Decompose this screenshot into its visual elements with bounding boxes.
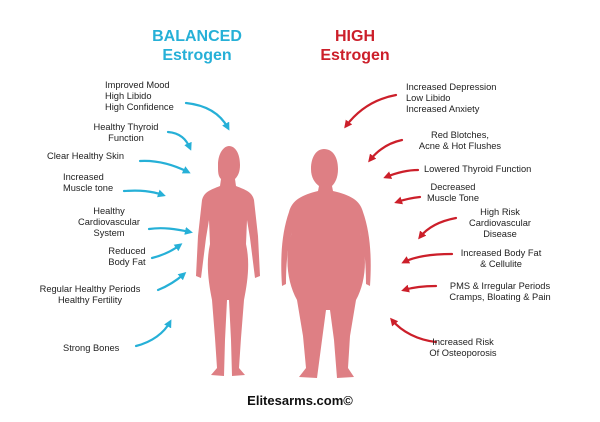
balanced-estrogen-heading: BALANCED Estrogen — [138, 27, 256, 65]
arrow-icon — [138, 159, 191, 174]
slim-figure — [196, 146, 260, 376]
arrow-icon — [368, 138, 404, 163]
label-regular-periods: Regular Healthy Periods Healthy Fertilit… — [39, 284, 141, 305]
arrow-icon — [184, 101, 230, 131]
high-heading-line1: HIGH — [335, 28, 375, 45]
arrow-icon — [401, 284, 438, 293]
balanced-heading-line2: Estrogen — [162, 47, 232, 64]
label-increased-depression: Increased Depression Low Libido Increase… — [406, 82, 497, 114]
arrow-icon — [390, 317, 438, 344]
label-healthy-thyroid: Healthy Thyroid Function — [93, 122, 159, 143]
arrow-icon — [150, 243, 183, 260]
label-improved-mood: Improved Mood High Libido High Confidenc… — [105, 80, 174, 112]
balanced-arrows — [122, 101, 230, 348]
arrow-icon — [394, 195, 422, 205]
label-pms: PMS & Irregular Periods Cramps, Bloating… — [449, 281, 551, 302]
label-healthy-cardio: Healthy Cardiovascular System — [77, 206, 140, 238]
high-heading-line2: Estrogen — [320, 47, 390, 64]
label-high-risk-cardio: High Risk Cardiovascular Disease — [468, 207, 531, 239]
arrow-icon — [166, 130, 192, 151]
arrow-icon — [401, 252, 454, 264]
overweight-figure — [281, 149, 371, 378]
arrow-icon — [122, 189, 166, 198]
arrow-icon — [383, 168, 420, 179]
label-clear-skin: Clear Healthy Skin — [47, 151, 124, 161]
high-estrogen-heading: HIGH Estrogen — [296, 27, 414, 65]
balanced-heading-line1: BALANCED — [152, 28, 242, 45]
arrow-icon — [156, 272, 187, 292]
label-decreased-muscle: Decreased Muscle Tone — [426, 182, 480, 203]
site-credit: Elitesarms.com© — [247, 393, 353, 408]
arrow-icon — [344, 93, 398, 129]
label-increased-body-fat: Increased Body Fat & Cellulite — [460, 248, 542, 269]
label-red-blotches: Red Blotches, Acne & Hot Flushes — [418, 130, 502, 151]
label-osteoporosis: Increased Risk Of Osteoporosis — [429, 337, 497, 358]
arrow-icon — [134, 319, 172, 348]
label-strong-bones: Strong Bones — [63, 343, 120, 353]
label-lowered-thyroid: Lowered Thyroid Function — [424, 164, 532, 174]
label-reduced-fat: Reduced Body Fat — [108, 246, 146, 267]
arrow-icon — [147, 227, 193, 235]
arrow-icon — [418, 216, 458, 240]
label-increased-muscle: Increased Muscle tone — [63, 172, 114, 193]
high-arrows — [344, 93, 458, 344]
